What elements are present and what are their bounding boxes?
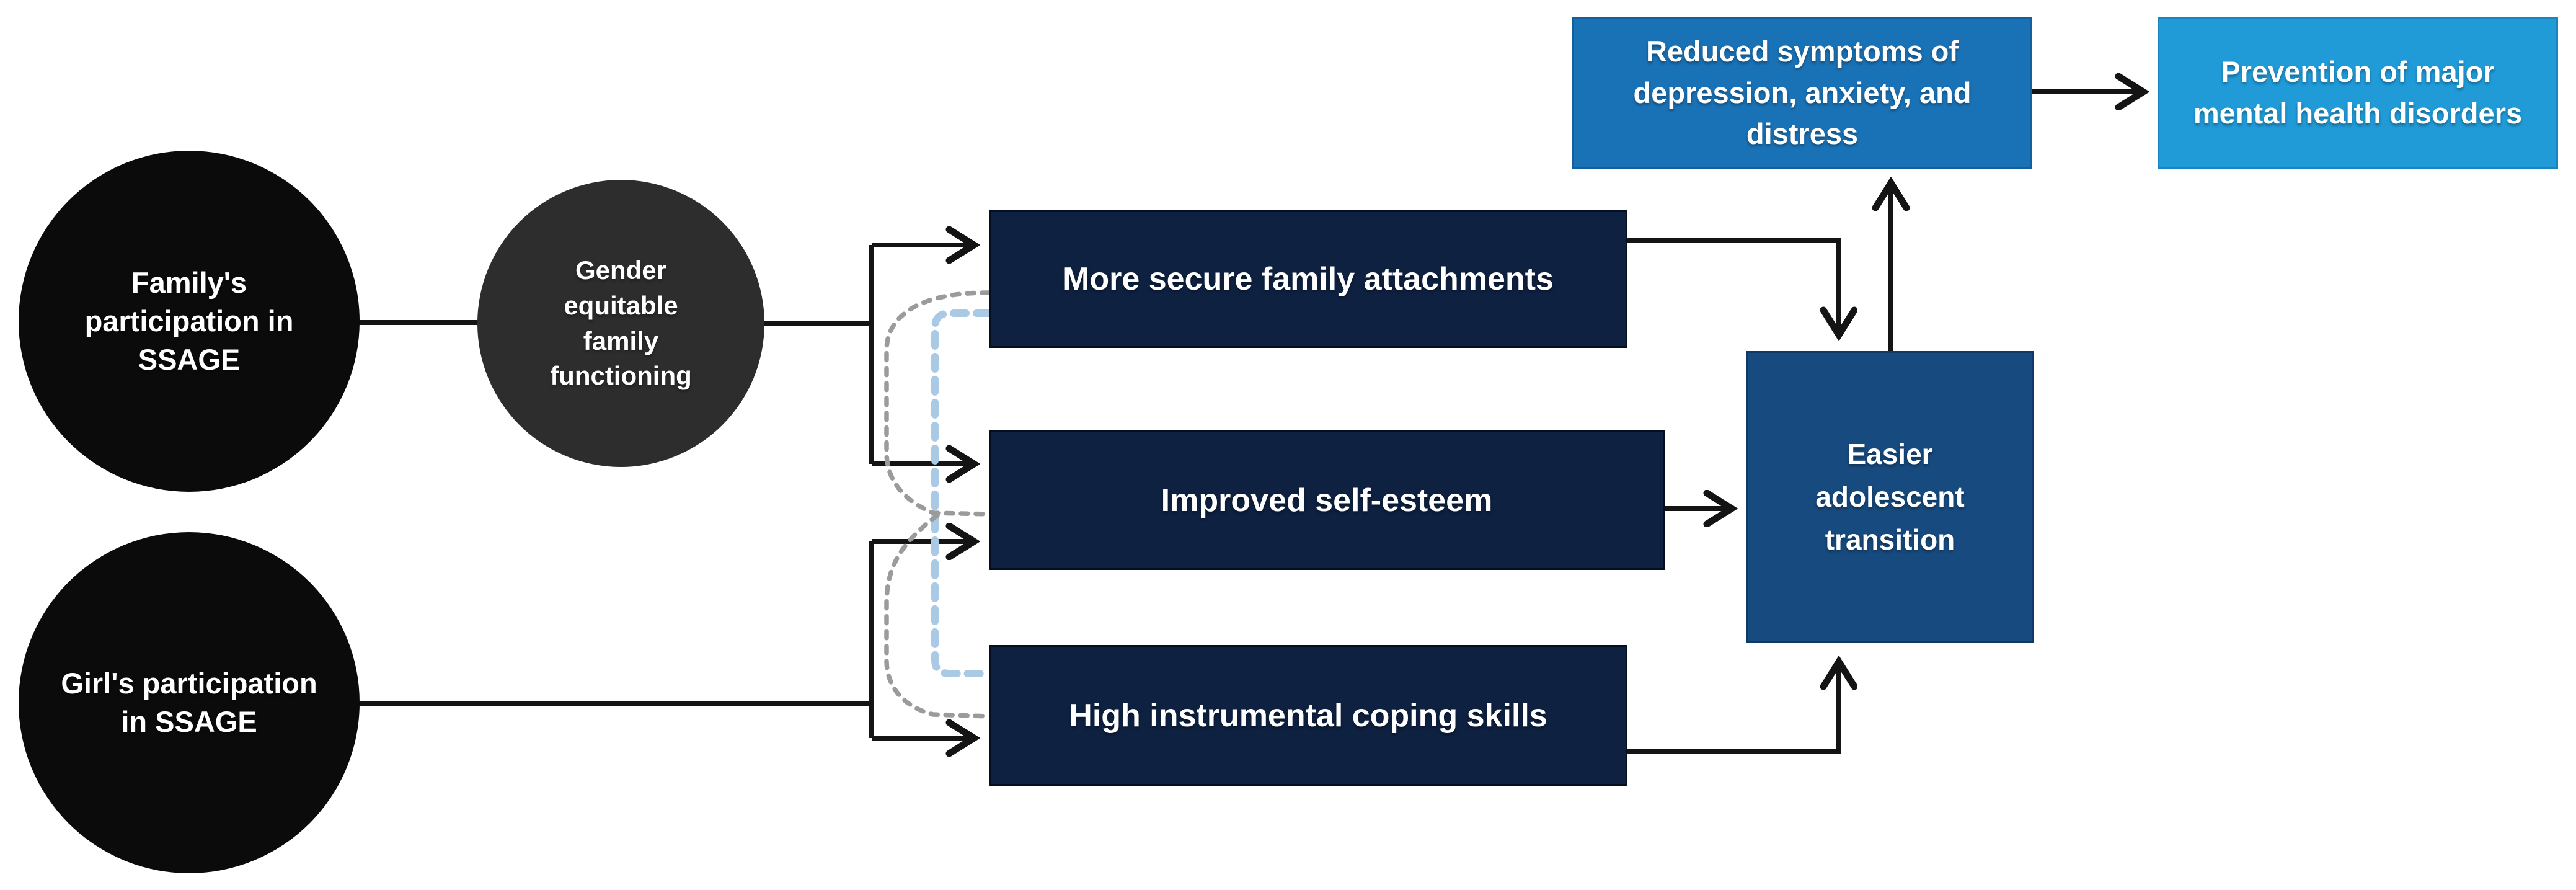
arrow-attachments-to-transition [1627,238,1839,332]
node-instrumental-coping-skills-label: High instrumental coping skills [1069,697,1547,734]
node-instrumental-coping-skills: High instrumental coping skills [989,645,1627,786]
dashed-attachments-to-selfesteem [884,290,991,517]
dashed-selfesteem-to-coping [884,513,991,719]
node-easier-adolescent-transition-label: Easier adolescent transition [1815,438,1965,556]
node-family-participation-label: Family's participation in SSAGE [84,265,294,376]
node-improved-self-esteem: Improved self-esteem [989,430,1665,570]
node-secure-family-attachments-label: More secure family attachments [1063,261,1554,297]
node-girl-participation: Girl's participation in SSAGE [19,532,360,873]
node-prevention-disorders: Prevention of major mental health disord… [2158,17,2558,169]
arrow-coping-to-transition [1627,665,1839,754]
node-reduced-symptoms-label: Reduced symptoms of depression, anxiety,… [1633,34,1972,151]
node-reduced-symptoms: Reduced symptoms of depression, anxiety,… [1572,17,2032,169]
node-girl-participation-label: Girl's participation in SSAGE [61,666,317,738]
node-family-participation: Family's participation in SSAGE [19,151,360,492]
node-gender-equitable-functioning: Gender equitable family functioning [477,180,764,467]
node-secure-family-attachments: More secure family attachments [989,210,1627,348]
node-prevention-disorders-label: Prevention of major mental health disord… [2193,55,2523,130]
node-easier-adolescent-transition: Easier adolescent transition [1746,351,2034,643]
dashed-attachments-to-coping [931,309,993,677]
node-improved-self-esteem-label: Improved self-esteem [1161,482,1493,518]
node-gender-equitable-functioning-label: Gender equitable family functioning [550,256,692,391]
